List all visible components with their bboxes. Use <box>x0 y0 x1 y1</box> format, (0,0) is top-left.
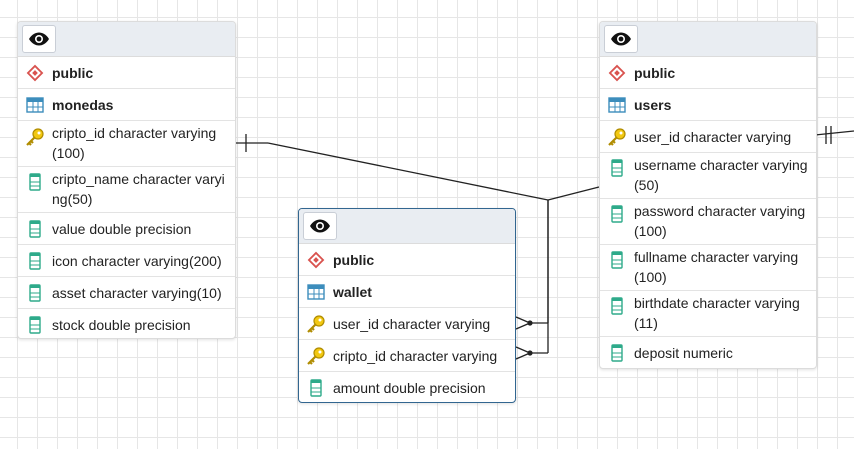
schema-diamond-icon <box>600 64 634 82</box>
eye-icon <box>29 32 49 46</box>
column-row[interactable]: cripto_id character varying <box>299 340 515 372</box>
column-row[interactable]: asset character varying(10) <box>18 277 235 309</box>
column-icon <box>600 293 634 315</box>
table-name-row: users <box>600 89 816 121</box>
schema-row: public <box>299 244 515 276</box>
link-stub <box>814 130 854 136</box>
crow-foot-lower <box>515 352 531 360</box>
table-grid-icon <box>299 283 333 300</box>
column-label: stock double precision <box>52 316 191 333</box>
crow-foot-lower <box>515 322 531 330</box>
eye-button[interactable] <box>303 212 337 240</box>
table-name-label: wallet <box>333 283 372 300</box>
key-icon <box>299 346 333 366</box>
eye-button[interactable] <box>22 25 56 53</box>
schema-label: public <box>333 251 375 268</box>
column-row[interactable]: icon character varying(200) <box>18 245 235 277</box>
column-icon <box>600 155 634 177</box>
column-icon <box>600 201 634 223</box>
schema-diamond-icon <box>299 251 333 269</box>
node-header <box>600 22 816 57</box>
column-label: birthdate character varying (11) <box>634 295 800 331</box>
column-row[interactable]: birthdate character varying (11) <box>600 291 816 337</box>
column-icon <box>18 315 52 334</box>
column-row[interactable]: user_id character varying <box>600 121 816 153</box>
column-icon <box>18 219 52 238</box>
schema-row: public <box>18 57 235 89</box>
table-node-monedas[interactable]: public monedas cripto_id character varyi… <box>17 21 236 339</box>
column-row[interactable]: value double precision <box>18 213 235 245</box>
table-node-wallet[interactable]: public wallet user_id character varying … <box>298 208 516 403</box>
column-row[interactable]: cripto_id character varying (100) <box>18 121 235 167</box>
column-label: amount double precision <box>333 379 486 396</box>
link-segment <box>267 142 549 201</box>
column-row[interactable]: password character varying (100) <box>600 199 816 245</box>
column-icon <box>600 343 634 362</box>
column-row[interactable]: stock double precision <box>18 309 235 338</box>
column-label: username character varying(50) <box>634 157 808 193</box>
column-row[interactable]: cripto_name character varying(50) <box>18 167 235 213</box>
column-icon <box>600 247 634 269</box>
table-name-row: monedas <box>18 89 235 121</box>
column-icon <box>18 283 52 302</box>
column-label: password character varying (100) <box>634 203 806 239</box>
table-grid-icon <box>18 96 52 113</box>
column-label: user_id character varying <box>333 315 491 332</box>
many-dot <box>527 320 533 326</box>
key-icon <box>600 127 634 147</box>
node-header <box>299 209 515 244</box>
crow-foot-upper <box>515 346 531 354</box>
schema-row: public <box>600 57 816 89</box>
column-label: icon character varying(200) <box>52 252 222 269</box>
key-icon <box>18 123 52 147</box>
column-icon <box>18 169 52 191</box>
column-row[interactable]: username character varying(50) <box>600 153 816 199</box>
schema-label: public <box>634 64 676 81</box>
key-icon <box>299 314 333 334</box>
many-dot <box>527 350 533 356</box>
column-label: asset character varying(10) <box>52 284 222 301</box>
column-icon <box>18 251 52 270</box>
column-label: cripto_id character varying <box>333 347 498 364</box>
eye-button[interactable] <box>604 25 638 53</box>
column-icon <box>299 378 333 397</box>
column-label: fullname character varying (100) <box>634 249 799 285</box>
eye-icon <box>310 219 330 233</box>
schema-diamond-icon <box>18 64 52 82</box>
column-label: value double precision <box>52 220 192 237</box>
table-grid-icon <box>600 96 634 113</box>
schema-label: public <box>52 64 94 81</box>
table-name-label: users <box>634 96 672 113</box>
column-row[interactable]: deposit numeric <box>600 337 816 368</box>
table-name-label: monedas <box>52 96 114 113</box>
table-node-users[interactable]: public users user_id character varying u… <box>599 21 817 369</box>
column-label: user_id character varying <box>634 128 792 145</box>
eye-icon <box>611 32 631 46</box>
column-label: deposit numeric <box>634 344 733 361</box>
node-header <box>18 22 235 57</box>
table-name-row: wallet <box>299 276 515 308</box>
column-label: cripto_name character varying(50) <box>52 171 225 207</box>
column-row[interactable]: fullname character varying (100) <box>600 245 816 291</box>
column-row[interactable]: user_id character varying <box>299 308 515 340</box>
link-segment <box>547 186 600 201</box>
crow-foot-upper <box>515 316 531 324</box>
column-label: cripto_id character varying (100) <box>52 125 217 161</box>
column-row[interactable]: amount double precision <box>299 372 515 402</box>
